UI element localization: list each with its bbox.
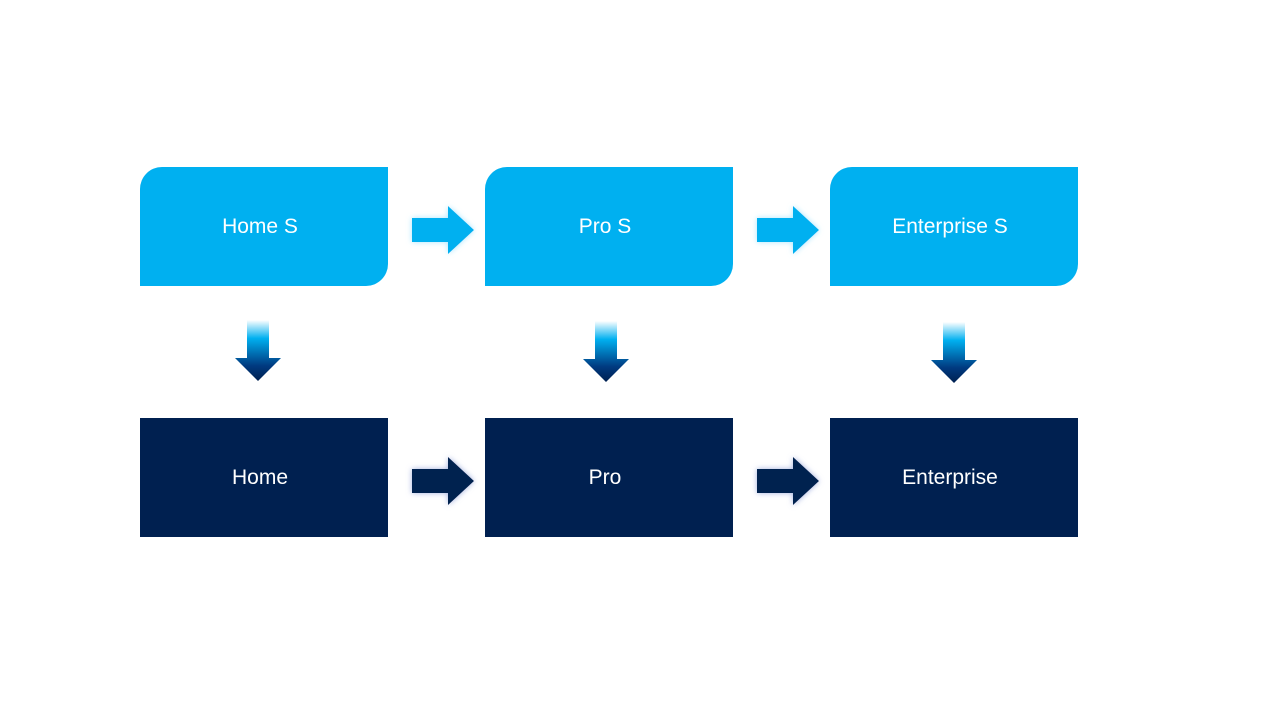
arrow-down-icon (583, 321, 629, 382)
box-label-pro-s: Pro S (578, 214, 632, 238)
arrow-right-icon (757, 206, 819, 254)
box-label-home-s: Home S (222, 214, 298, 238)
arrow-right-icon (412, 457, 474, 505)
box-pro: Pro (485, 418, 733, 537)
box-enterprise-s: Enterprise S (830, 167, 1078, 286)
box-label-pro: Pro (588, 465, 622, 489)
arrow-down-icon (235, 320, 281, 381)
box-home-s: Home S (140, 167, 388, 286)
box-home: Home (140, 418, 388, 537)
arrow-right-icon (757, 457, 819, 505)
box-pro-s: Pro S (485, 167, 733, 286)
arrow-right-icon (412, 206, 474, 254)
box-enterprise: Enterprise (830, 418, 1078, 537)
box-label-home: Home (231, 465, 289, 489)
box-label-enterprise: Enterprise (902, 465, 998, 489)
box-label-enterprise-s: Enterprise S (892, 214, 1008, 238)
arrow-down-icon (931, 322, 977, 383)
